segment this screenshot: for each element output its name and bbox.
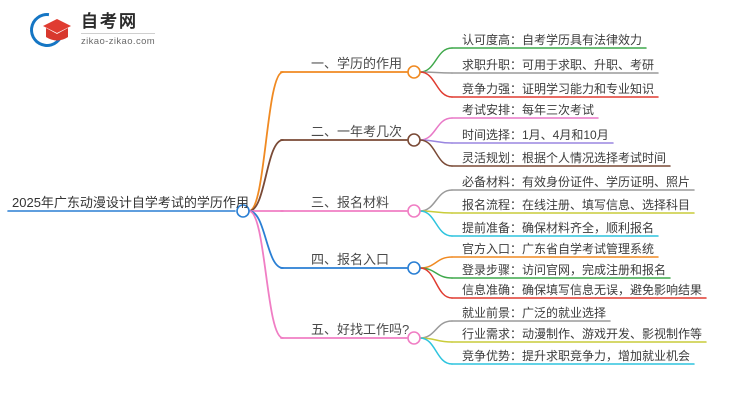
leaf-label-5-3[interactable]: 竞争优势：提升求职竞争力，增加就业机会 — [462, 349, 691, 363]
branch-label-1[interactable]: 一、学历的作用 — [311, 56, 403, 71]
leaf-label-1-1[interactable]: 认可度高：自考学历具有法律效力 — [462, 33, 643, 47]
logo-domain: zikao-zikao.com — [81, 33, 156, 48]
logo-text: 自考网 zikao-zikao.com — [81, 12, 156, 48]
leaf-label-5-2[interactable]: 行业需求：动漫制作、游戏开发、影视制作等 — [462, 327, 703, 341]
site-logo: 自考网 zikao-zikao.com — [23, 6, 156, 54]
mindmap-node-circle[interactable] — [407, 331, 421, 345]
leaf-label-4-2[interactable]: 登录步骤：访问官网，完成注册和报名 — [462, 263, 667, 277]
mindmap-node-circle[interactable] — [407, 204, 421, 218]
leaf-label-1-2[interactable]: 求职升职：可用于求职、升职、考研 — [462, 58, 655, 72]
branch-label-4[interactable]: 四、报名入口 — [311, 252, 390, 267]
branch-label-2[interactable]: 二、一年考几次 — [311, 124, 403, 139]
leaf-label-4-3[interactable]: 信息准确：确保填写信息无误，避免影响结果 — [462, 283, 703, 297]
logo-icon — [23, 6, 74, 54]
root-node-label[interactable]: 2025年广东动漫设计自学考试的学历作用 — [12, 195, 249, 210]
leaf-label-1-3[interactable]: 竞争力强：证明学习能力和专业知识 — [462, 82, 655, 96]
mindmap-node-circle[interactable] — [407, 133, 421, 147]
mindmap-node-circle[interactable] — [407, 65, 421, 79]
leaf-label-3-1[interactable]: 必备材料：有效身份证件、学历证明、照片 — [462, 175, 691, 189]
leaf-label-2-3[interactable]: 灵活规划：根据个人情况选择考试时间 — [462, 151, 667, 165]
mindmap-node-circle[interactable] — [407, 261, 421, 275]
logo-name: 自考网 — [81, 12, 138, 31]
leaf-label-2-2[interactable]: 时间选择：1月、4月和10月 — [462, 128, 609, 142]
branch-label-5[interactable]: 五、好找工作吗? — [311, 322, 410, 337]
leaf-label-5-1[interactable]: 就业前景：广泛的就业选择 — [462, 306, 607, 320]
mindmap-node-circle[interactable] — [236, 204, 250, 218]
leaf-label-3-2[interactable]: 报名流程：在线注册、填写信息、选择科目 — [462, 198, 691, 212]
leaf-label-3-3[interactable]: 提前准备：确保材料齐全，顺利报名 — [462, 221, 655, 235]
branch-label-3[interactable]: 三、报名材料 — [311, 195, 390, 210]
leaf-label-4-1[interactable]: 官方入口：广东省自学考试管理系统 — [462, 242, 655, 256]
leaf-label-2-1[interactable]: 考试安排：每年三次考试 — [462, 103, 595, 117]
graduation-cap-icon — [43, 19, 71, 41]
